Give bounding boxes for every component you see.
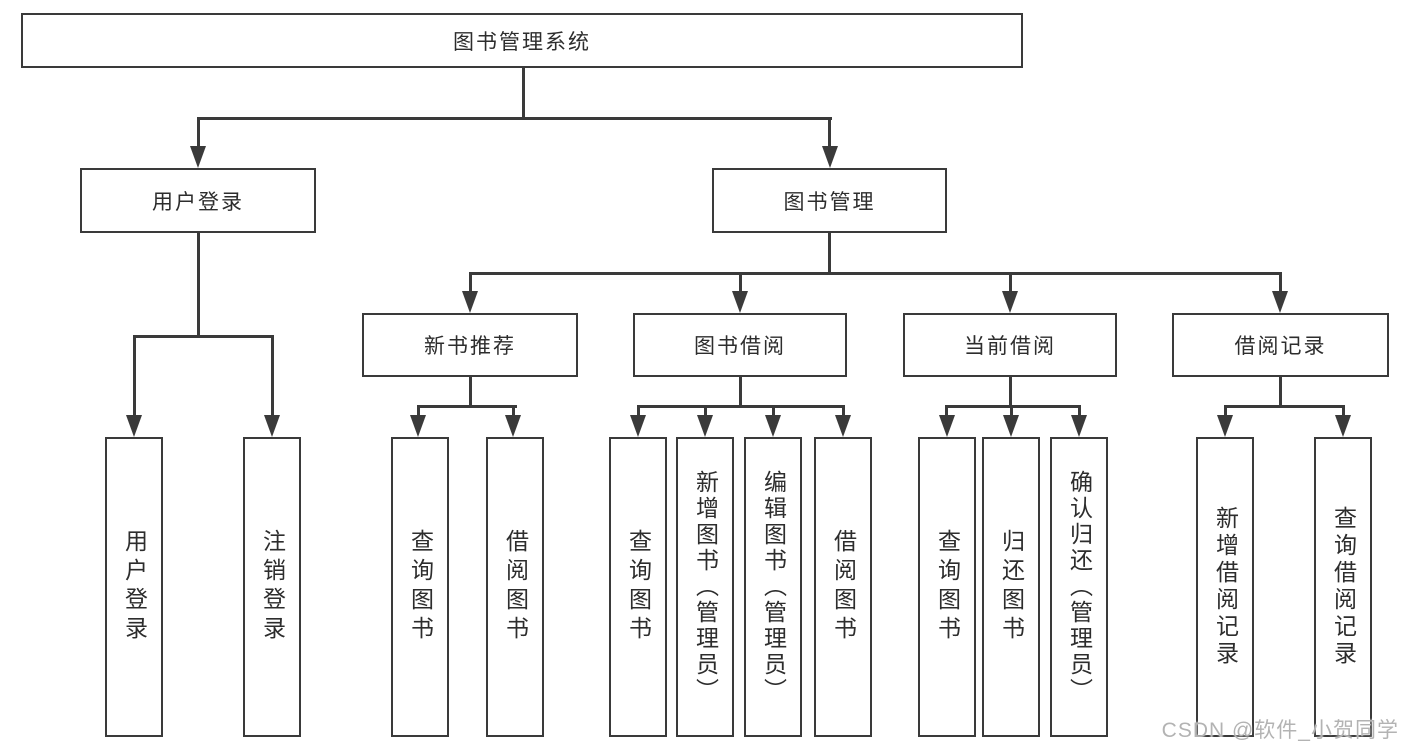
node-cb-return-books: 归还图书 xyxy=(982,437,1040,737)
arrow-down-icon xyxy=(938,415,955,437)
connector-line xyxy=(828,117,831,148)
node-borrow-records: 借阅记录 xyxy=(1172,313,1389,377)
node-book-borrow: 图书借阅 xyxy=(633,313,847,377)
connector-line xyxy=(738,272,742,293)
arrow-down-icon xyxy=(264,415,280,437)
arrow-down-icon xyxy=(462,291,478,313)
connector-line xyxy=(1223,405,1227,417)
arrow-down-icon xyxy=(1003,415,1019,437)
arrow-down-icon xyxy=(765,415,781,437)
node-book-mgmt: 图书管理 xyxy=(712,168,947,233)
connector-line xyxy=(416,405,420,417)
arrow-down-icon xyxy=(1272,291,1288,313)
arrow-down-icon xyxy=(505,415,521,437)
node-leaf-logout-label: 注销登录 xyxy=(259,529,286,645)
connector-line xyxy=(1077,405,1081,417)
arrow-down-icon xyxy=(1335,415,1351,437)
node-current-borrow: 当前借阅 xyxy=(903,313,1117,377)
connector-line xyxy=(738,377,742,405)
connector-line xyxy=(196,233,200,335)
connector-line xyxy=(1008,377,1012,405)
node-cb-query-books-label: 查询图书 xyxy=(934,529,961,645)
connector-line xyxy=(1278,377,1282,405)
connector-line xyxy=(1008,272,1012,293)
connector-line xyxy=(945,405,1080,408)
node-bb-query-books-label: 查询图书 xyxy=(625,529,652,645)
arrow-down-icon xyxy=(630,415,646,437)
connector-line xyxy=(636,405,845,408)
connector-line xyxy=(132,335,274,338)
node-root-label: 图书管理系统 xyxy=(453,30,591,54)
node-nb-borrow-books: 借阅图书 xyxy=(486,437,544,737)
node-br-query-record: 查询借阅记录 xyxy=(1314,437,1372,737)
node-bb-query-books: 查询图书 xyxy=(609,437,667,737)
connector-line xyxy=(468,272,472,293)
arrow-down-icon xyxy=(1217,415,1233,437)
connector-line xyxy=(521,68,525,117)
connector-line xyxy=(841,405,845,417)
node-root: 图书管理系统 xyxy=(21,13,1023,68)
node-cb-return-books-label: 归还图书 xyxy=(998,529,1025,645)
connector-line xyxy=(703,405,707,417)
node-new-books-label: 新书推荐 xyxy=(424,335,516,358)
connector-line xyxy=(945,405,948,417)
arrow-down-icon xyxy=(126,415,142,437)
node-bb-edit-books-label: 编辑图书（管理员） xyxy=(760,470,787,704)
node-bb-add-books: 新增图书（管理员） xyxy=(676,437,734,737)
connector-line xyxy=(1341,405,1345,417)
arrow-down-icon xyxy=(1002,291,1018,313)
arrow-down-icon xyxy=(835,415,851,437)
connector-line xyxy=(1278,272,1282,293)
arrow-down-icon xyxy=(1071,415,1087,437)
connector-line xyxy=(771,405,775,417)
node-bb-borrow-books: 借阅图书 xyxy=(814,437,872,737)
node-nb-query-books: 查询图书 xyxy=(391,437,449,737)
connector-line xyxy=(468,272,1282,275)
node-user-login-label: 用户登录 xyxy=(152,190,244,214)
node-user-login: 用户登录 xyxy=(80,168,316,233)
node-bb-edit-books: 编辑图书（管理员） xyxy=(744,437,802,737)
connector-line xyxy=(636,405,640,417)
node-br-add-record: 新增借阅记录 xyxy=(1196,437,1254,737)
node-borrow-records-label: 借阅记录 xyxy=(1234,335,1327,358)
node-br-query-record-label: 查询借阅记录 xyxy=(1330,506,1357,668)
connector-line xyxy=(416,405,517,408)
node-book-borrow-label: 图书借阅 xyxy=(694,335,786,358)
arrow-down-icon xyxy=(410,415,426,437)
node-br-add-record-label: 新增借阅记录 xyxy=(1212,506,1239,668)
node-nb-borrow-books-label: 借阅图书 xyxy=(502,529,529,645)
csdn-watermark: CSDN @软件_小贺同学 xyxy=(1161,719,1399,742)
connector-line xyxy=(1009,405,1013,417)
node-book-mgmt-label: 图书管理 xyxy=(783,190,876,214)
node-cb-confirm-return: 确认归还（管理员） xyxy=(1050,437,1108,737)
arrow-down-icon xyxy=(697,415,713,437)
connector-line xyxy=(132,335,136,415)
connector-line xyxy=(1223,405,1344,408)
node-nb-query-books-label: 查询图书 xyxy=(407,529,434,645)
connector-line xyxy=(196,117,200,148)
node-cb-confirm-return-label: 确认归还（管理员） xyxy=(1066,470,1093,704)
connector-line xyxy=(828,233,831,272)
arrow-down-icon xyxy=(821,146,838,168)
connector-line xyxy=(511,405,515,417)
node-leaf-user-login-label: 用户登录 xyxy=(121,529,148,645)
node-cb-query-books: 查询图书 xyxy=(918,437,976,737)
connector-line xyxy=(468,377,472,405)
connector-line xyxy=(270,335,274,415)
node-leaf-logout: 注销登录 xyxy=(243,437,301,737)
node-leaf-user-login: 用户登录 xyxy=(105,437,163,737)
arrow-down-icon xyxy=(732,291,748,313)
node-new-books: 新书推荐 xyxy=(362,313,578,377)
node-bb-borrow-books-label: 借阅图书 xyxy=(830,529,857,645)
connector-line xyxy=(196,117,832,120)
arrow-down-icon xyxy=(190,146,206,168)
node-current-borrow-label: 当前借阅 xyxy=(964,335,1056,358)
node-bb-add-books-label: 新增图书（管理员） xyxy=(692,470,719,704)
